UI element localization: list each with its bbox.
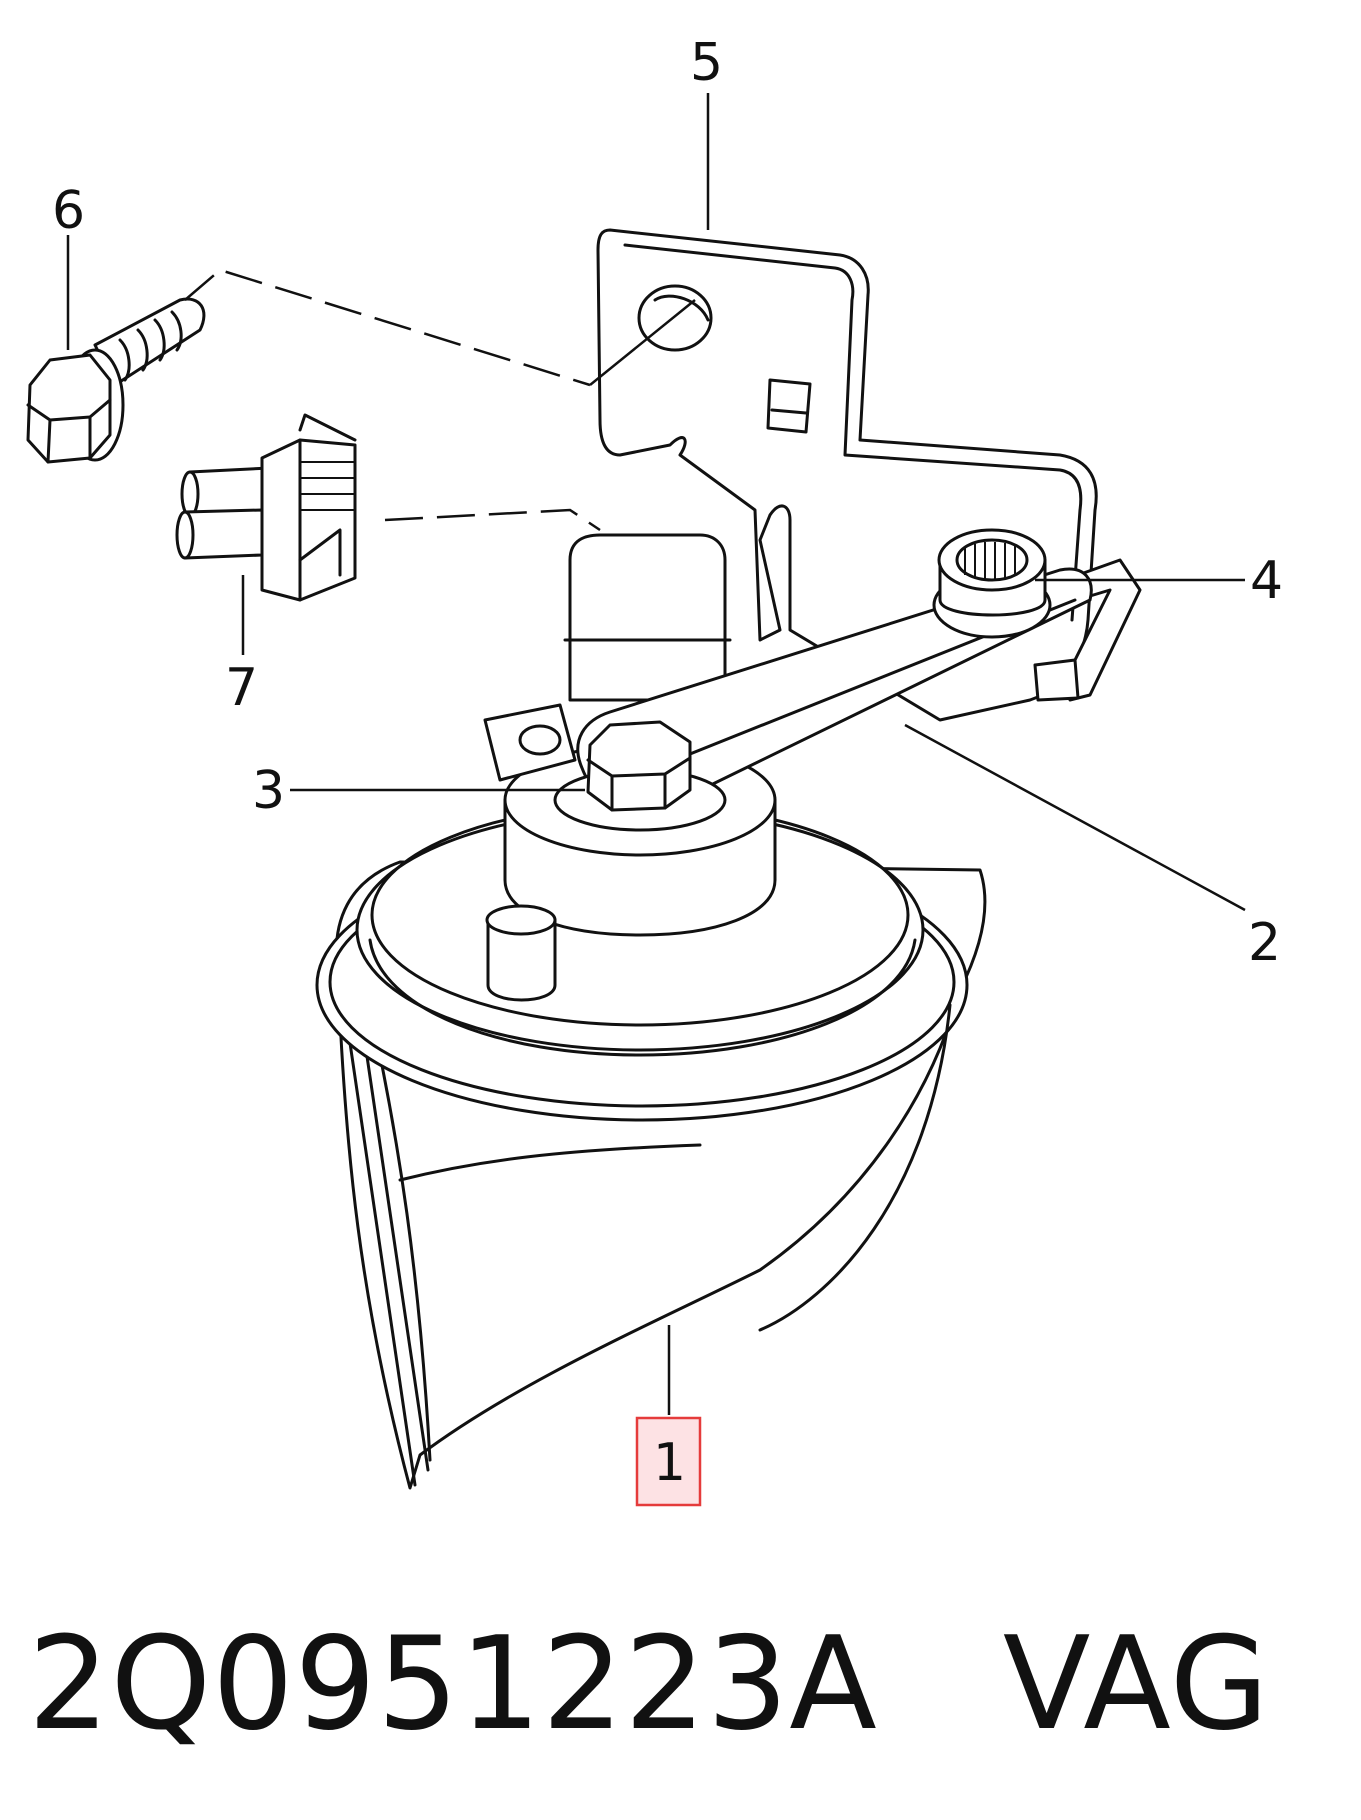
horn-connector-housing [483, 533, 732, 782]
callout-2: 2 [1248, 913, 1281, 973]
hex-nut [553, 720, 727, 832]
callout-6: 6 [52, 181, 85, 241]
leader-5-hole [589, 299, 696, 386]
hex-bolt [26, 297, 206, 464]
wiring-connector [175, 413, 357, 602]
callout-1-box [635, 1416, 702, 1507]
connector-assembly-line [384, 508, 601, 532]
callout-4: 4 [1250, 551, 1283, 611]
callout-3: 3 [252, 761, 285, 821]
leader-2 [904, 723, 1246, 912]
spacer-sleeve [932, 528, 1052, 639]
callout-5: 5 [690, 33, 723, 93]
part-number-caption: 2Q0951223A VAG [28, 1610, 1270, 1759]
callout-7: 7 [225, 658, 258, 718]
callout-1: 1 [653, 1433, 686, 1493]
bolt-assembly-line [184, 268, 591, 387]
callout-1-highlight[interactable]: 1 [635, 1416, 702, 1507]
horn-parts-diagram: 5 6 4 7 3 2 1 [26, 33, 1283, 1507]
